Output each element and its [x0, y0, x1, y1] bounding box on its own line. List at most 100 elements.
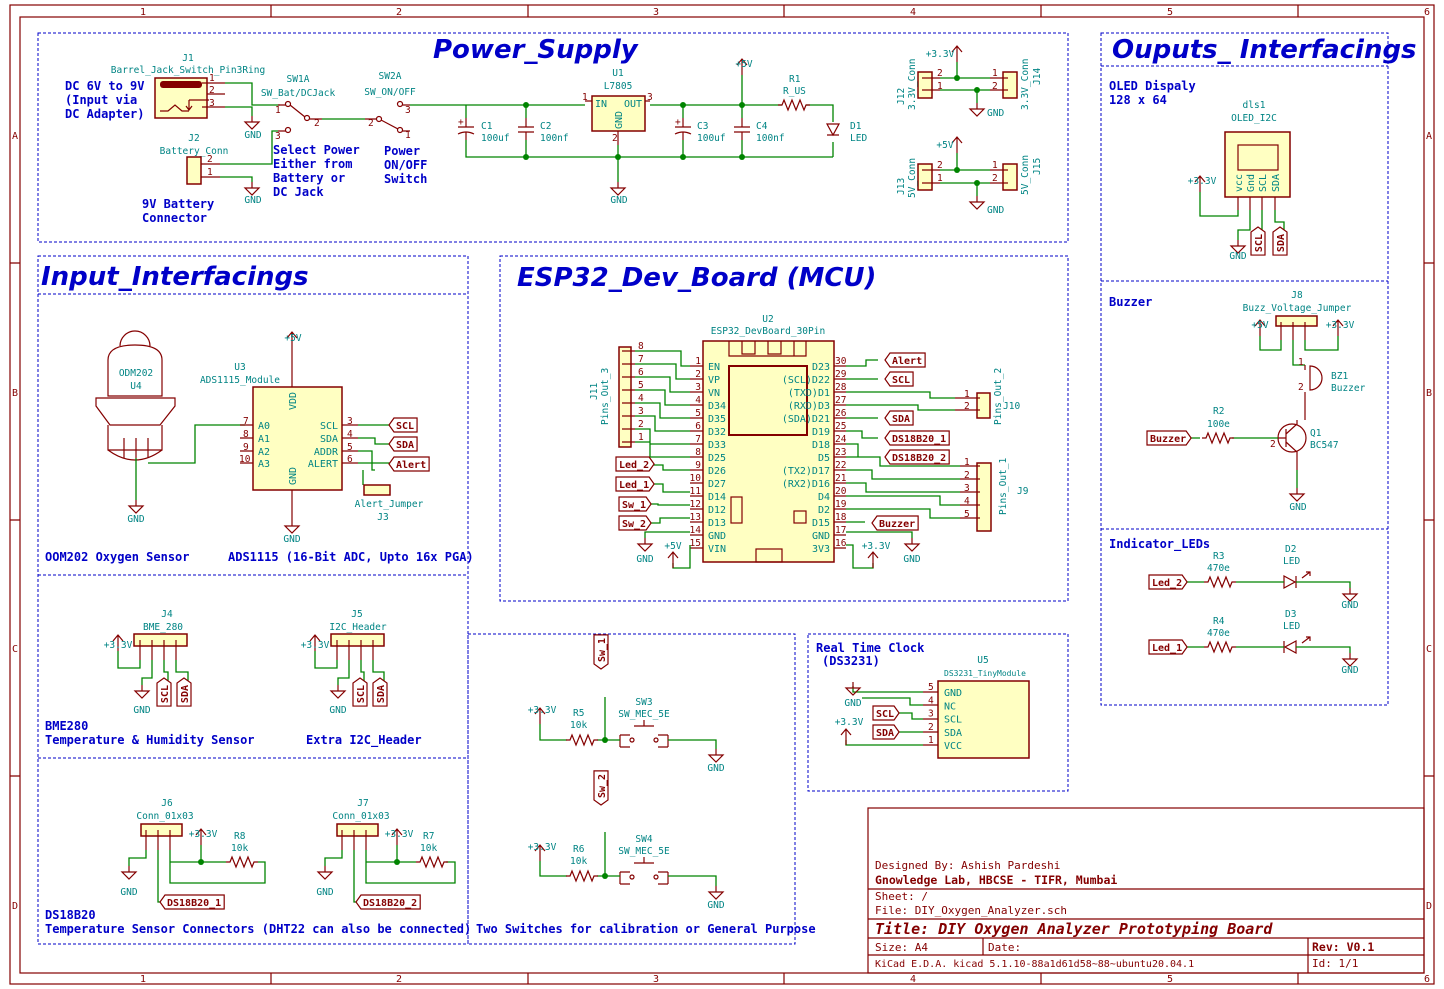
svg-text:1: 1: [937, 81, 943, 92]
d3-value: LED: [1283, 621, 1300, 632]
resistor-r8[interactable]: R8 10k: [225, 831, 259, 868]
row-label: C: [12, 644, 18, 655]
i2c-header-j5[interactable]: J5 I2C_Header: [329, 609, 387, 660]
plus33v-label: +3.3V: [104, 640, 133, 651]
pin-number: 16: [835, 538, 847, 549]
oxygen-sensor-u4[interactable]: ODM202 U4: [95, 330, 176, 461]
net-label-outline: [884, 430, 950, 446]
transistor-q1[interactable]: Q1 BC547 2: [1270, 420, 1339, 470]
gnd-label: GND: [987, 108, 1004, 119]
adc-u3[interactable]: U3 ADS1115_Module 7 8 9 10 A0 A1 A2 A3 S…: [200, 348, 358, 520]
r6-value: 10k: [570, 856, 587, 867]
row-label: A: [1426, 131, 1432, 142]
svg-text:2: 2: [992, 81, 998, 92]
pin-name: GND: [708, 531, 726, 542]
esp32-devboard-u2[interactable]: U2 ESP32_DevBoard_30Pin 1EN30D232VP29(SC…: [690, 314, 847, 563]
resistor-r5[interactable]: R5 10k: [565, 708, 599, 746]
ds18b20-connector-j6[interactable]: J6 Conn_01x03: [136, 798, 194, 850]
pin-number: 5: [638, 380, 644, 391]
gnd-symbol: [708, 885, 724, 900]
bz1-ref: BZ1: [1331, 371, 1348, 382]
pin-number: 9: [243, 442, 249, 453]
j4-ref: J4: [161, 609, 173, 620]
connector-j15[interactable]: 12 5V_Conn J15: [990, 155, 1043, 195]
led-d1[interactable]: D1 LED: [825, 121, 867, 144]
title-block: Designed By: Ashish Pardeshi Gnowledge L…: [867, 807, 1425, 974]
net-label-scl: SCL: [876, 709, 894, 720]
oled-display[interactable]: dls1 OLED_I2C vcc Gnd SCL SDA: [1224, 100, 1291, 210]
switch-sw4[interactable]: SW4 SW_MEC_5E: [618, 834, 670, 885]
svg-text:5: 5: [964, 509, 970, 520]
pin-number: 7: [638, 354, 644, 365]
net-label-scl: SCL: [160, 685, 171, 703]
barrel-jack-j1[interactable]: J1 Barrel_Jack_Switch_Pin3Ring 123: [111, 53, 265, 119]
resistor-r1[interactable]: R1 R_US: [777, 74, 811, 111]
ds18b20-connector-j7[interactable]: J7 Conn_01x03: [332, 798, 390, 850]
gnd-symbol: [708, 748, 724, 763]
battery-note: Connector: [142, 211, 207, 225]
connector-j14[interactable]: 12 3.3V_Conn J14: [990, 59, 1043, 110]
sw3-value: SW_MEC_5E: [618, 709, 670, 720]
pin-name: D26: [708, 466, 726, 477]
sheet-path: Sheet: /: [875, 890, 928, 903]
gnd-label: GND: [1229, 251, 1246, 262]
net-label-outline: [884, 449, 950, 465]
pin-name: D14: [708, 492, 726, 503]
r6-ref: R6: [573, 844, 585, 855]
pin-name: SCL: [944, 715, 962, 726]
switch-sw3[interactable]: SW3 SW_MEC_5E: [618, 697, 670, 748]
resistor-r3[interactable]: R3 470e: [1203, 551, 1237, 588]
net-label-sda: SDA: [876, 728, 894, 739]
net-label-led-1: Led_1: [1152, 643, 1182, 654]
svg-text:1: 1: [964, 457, 970, 468]
battery-connector-j2[interactable]: J2 Battery_Conn 21: [160, 133, 229, 185]
power-on-off-switch-sw2[interactable]: SW2A SW_ON/OFF 231: [364, 71, 416, 141]
resistor-r2[interactable]: R2 100e: [1201, 406, 1235, 444]
capacitor-c1[interactable]: + C1 100uf: [457, 117, 510, 144]
resistor-r6[interactable]: R6 10k: [565, 844, 599, 882]
pin-name: GND: [288, 467, 299, 485]
capacitor-c3[interactable]: + C3 100uf: [674, 117, 726, 144]
pin-name: D34: [708, 401, 726, 412]
resistor-r4[interactable]: R4 470e: [1203, 616, 1237, 653]
pin-name: VDD: [288, 392, 299, 410]
pin-number: 7: [243, 416, 249, 427]
capacitor-c4[interactable]: C4 100nf: [734, 118, 785, 144]
pin-number: 4: [347, 429, 353, 440]
power-switch-note: Power: [384, 144, 420, 158]
gnd-label: GND: [120, 887, 137, 898]
capacitor-c2[interactable]: C2 100nf: [518, 118, 569, 144]
power-select-switch-sw1[interactable]: SW1A SW_Bat/DCJack 123: [261, 74, 336, 142]
bme280-note: BME280: [45, 719, 88, 733]
pin-number: 2: [695, 369, 701, 380]
sheet-frame: 1 2 3 4 5 6 1 2 3 4 5 6 A B C D A B C D: [9, 4, 1435, 985]
pin-number: 23: [835, 447, 846, 458]
net-label-scl: SCL: [1254, 234, 1265, 252]
connector-j13[interactable]: 21 J13 5V_Conn: [896, 158, 943, 198]
pin-number: 3: [928, 709, 934, 720]
connector-j12[interactable]: 21 J12 3.3V_Conn: [896, 59, 943, 110]
j10-ref: J10: [1003, 401, 1020, 412]
resistor-r7[interactable]: R7 10k: [415, 831, 449, 868]
net-label-outline: [355, 894, 421, 910]
pins-out-2-j10[interactable]: 12 Pins_Out_2 J10: [955, 368, 1020, 425]
net-label-outline: [618, 515, 652, 531]
oled-pin-gnd: Gnd: [1246, 174, 1257, 192]
pin-number: 25: [835, 421, 846, 432]
alert-jumper-j3[interactable]: Alert_Jumper J3: [355, 484, 424, 523]
j10-value: Pins_Out_2: [993, 368, 1004, 425]
pin-name: D19: [812, 427, 830, 438]
oled-pin-sda: SDA: [1271, 174, 1282, 192]
net-label-outline: [156, 677, 172, 707]
j12-value: 3.3V_Conn: [907, 59, 918, 110]
bme280-connector-j4[interactable]: J4 BME_280: [133, 609, 188, 660]
buzzer-bz1[interactable]: 12 BZ1 Buzzer: [1298, 357, 1366, 420]
pin-number: 22: [835, 460, 846, 471]
pin-number: 17: [835, 525, 846, 536]
row-label: A: [12, 131, 18, 142]
buzzer-voltage-jumper-j8[interactable]: J8 Buzz_Voltage_Jumper: [1243, 290, 1352, 340]
